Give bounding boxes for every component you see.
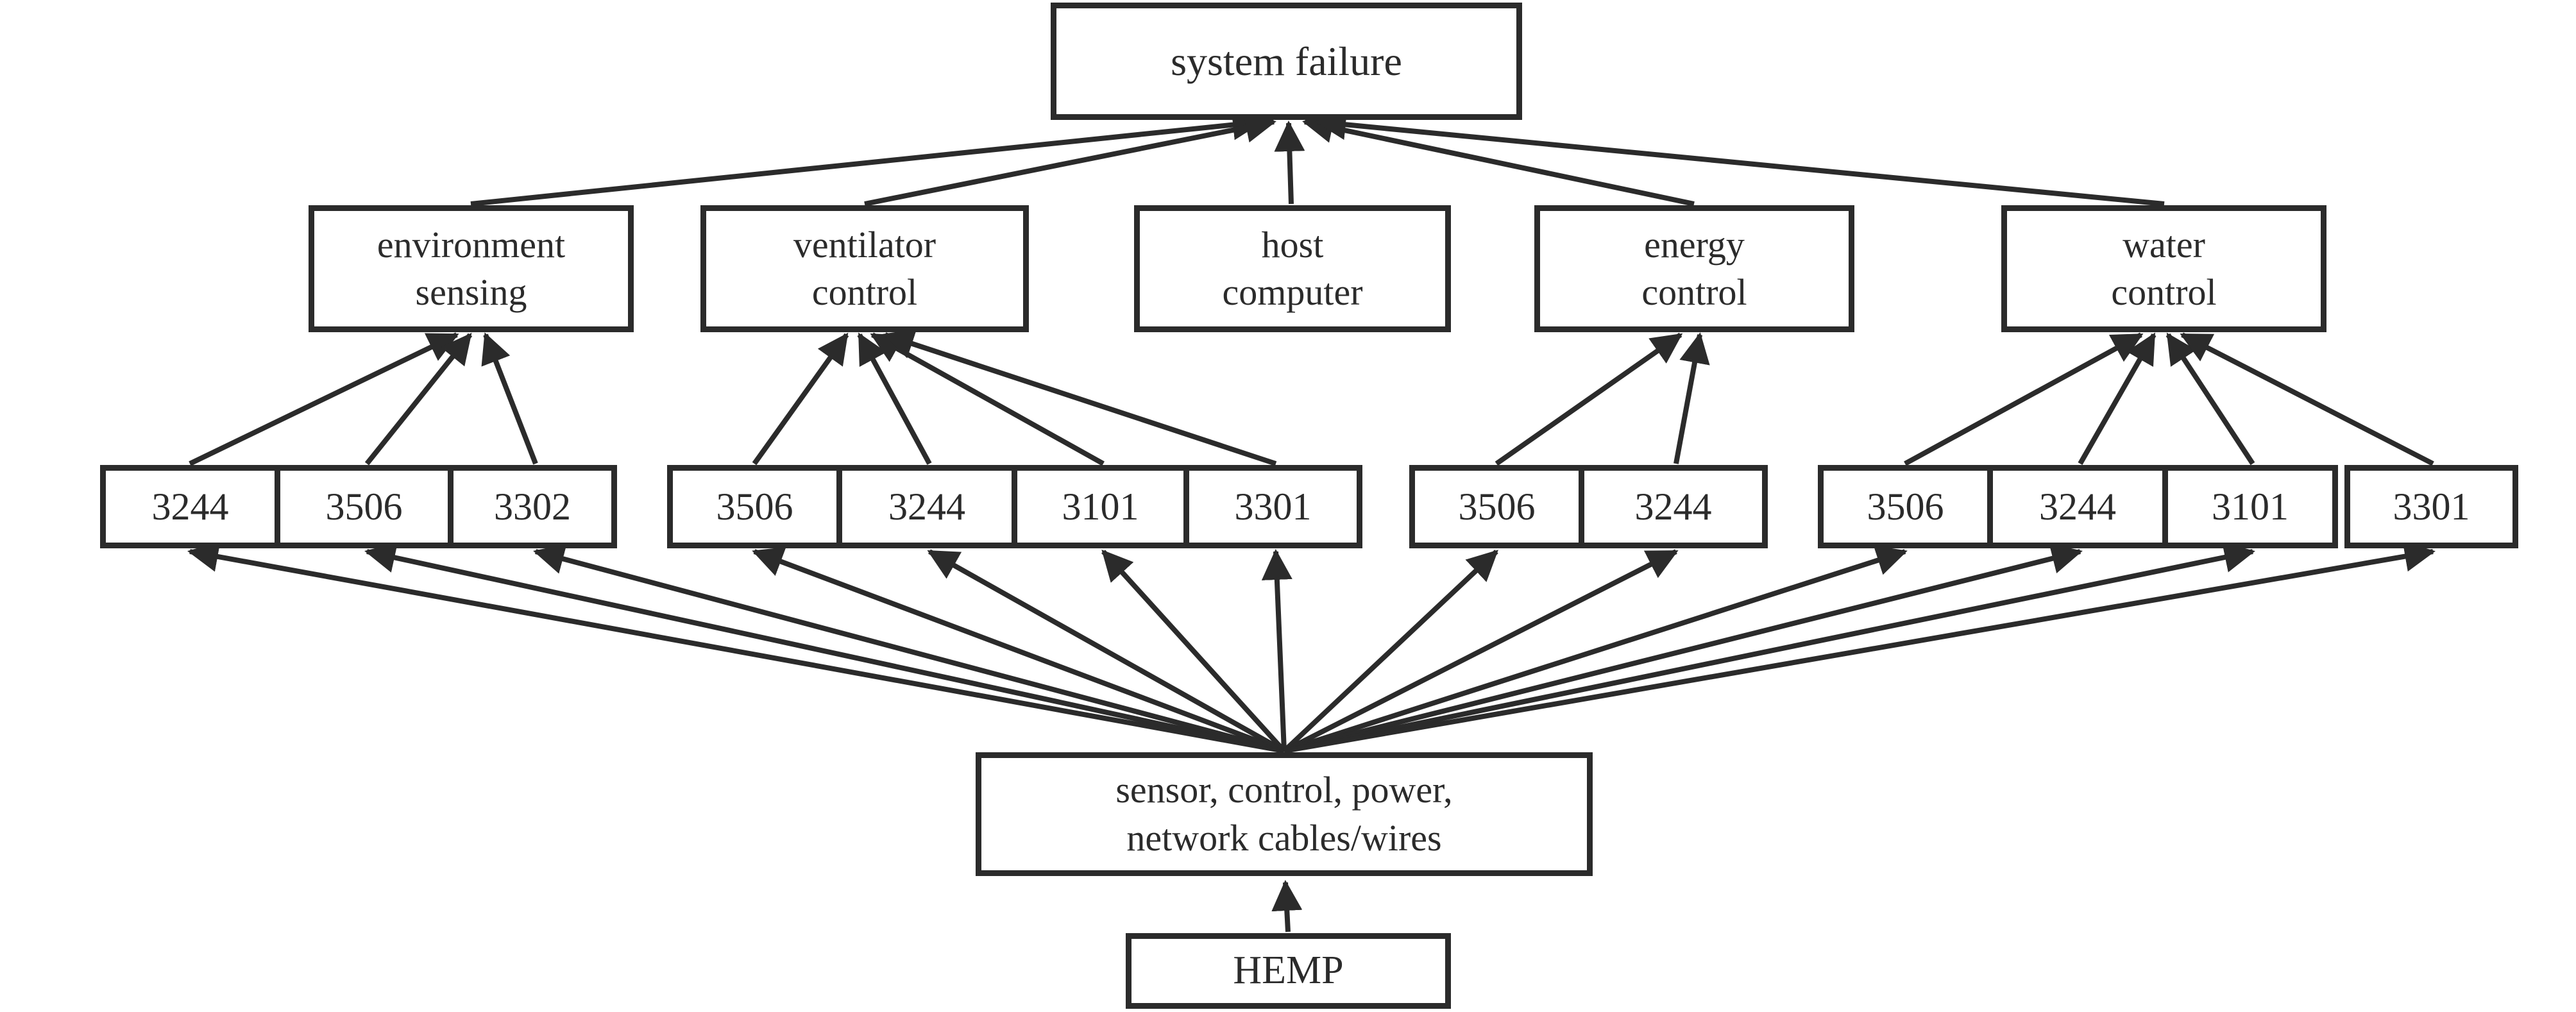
node-label: 3506 bbox=[325, 485, 403, 528]
node-label: system failure bbox=[1171, 38, 1402, 84]
node-label: 3506 bbox=[1458, 485, 1536, 528]
arrow-cables-to-leaf bbox=[1283, 545, 1908, 754]
node-vent-3101: 3101 bbox=[1012, 465, 1189, 548]
node-water-3244: 3244 bbox=[1987, 465, 2168, 548]
arrow-hemp-to-cables bbox=[1271, 880, 1303, 932]
arrow-host-to-root bbox=[1274, 121, 1305, 205]
node-host-computer: host computer bbox=[1134, 205, 1451, 332]
node-energy-3244: 3244 bbox=[1579, 465, 1768, 548]
node-environment-sensing: environment sensing bbox=[309, 205, 634, 332]
node-water-3301: 3301 bbox=[2344, 465, 2518, 548]
arrow-cables-to-leaf bbox=[1283, 549, 1679, 754]
node-label-line: sensing bbox=[415, 271, 527, 313]
arrow-cables-to-leaf bbox=[1284, 543, 2083, 754]
node-label-line: network cables/wires bbox=[1126, 816, 1442, 859]
arrow-leaf-to-env bbox=[189, 332, 459, 466]
arrow-env-to-root bbox=[470, 109, 1264, 207]
node-cables-wires: sensor, control, power, network cables/w… bbox=[976, 752, 1593, 876]
node-label: 3506 bbox=[1867, 485, 1944, 528]
arrow-cables-to-leaf bbox=[533, 544, 1285, 754]
node-system-failure: system failure bbox=[1051, 3, 1522, 120]
arrow-cables-to-leaf bbox=[187, 541, 1285, 754]
node-label: 3101 bbox=[1062, 485, 1139, 528]
node-label: 3302 bbox=[494, 485, 571, 528]
node-label: 3244 bbox=[2039, 485, 2116, 528]
arrow-vent-to-root bbox=[864, 112, 1276, 207]
arrow-cables-to-leaf bbox=[1284, 541, 2436, 754]
node-label-line: control bbox=[811, 271, 918, 313]
node-vent-3301: 3301 bbox=[1183, 465, 1362, 548]
node-label-line: host bbox=[1261, 223, 1324, 266]
node-water-control: water control bbox=[2001, 205, 2326, 332]
node-label-line: energy bbox=[1644, 223, 1745, 266]
arrow-leaf-to-water bbox=[2180, 332, 2434, 466]
arrow-leaf-to-energy bbox=[1495, 332, 1683, 466]
node-label: 3244 bbox=[1634, 485, 1712, 528]
arrow-leaf-to-energy bbox=[1674, 332, 1710, 464]
node-env-3506: 3506 bbox=[275, 465, 453, 548]
node-label-line: water bbox=[2123, 223, 2205, 266]
node-label: 3244 bbox=[151, 485, 229, 528]
arrow-leaf-to-water bbox=[2165, 332, 2255, 466]
arrow-cables-to-leaf bbox=[1261, 549, 1292, 752]
arrow-cables-to-leaf bbox=[1282, 550, 1498, 753]
node-label-line: computer bbox=[1222, 271, 1363, 313]
node-env-3302: 3302 bbox=[448, 465, 617, 548]
node-label-line: ventilator bbox=[793, 223, 936, 266]
arrow-cables-to-leaf bbox=[752, 547, 1285, 754]
arrow-cables-to-leaf bbox=[1101, 550, 1286, 753]
arrow-leaf-to-env bbox=[481, 332, 538, 465]
arrow-water-to-root bbox=[1315, 109, 2165, 207]
node-hemp: HEMP bbox=[1126, 933, 1451, 1009]
node-env-3244: 3244 bbox=[100, 465, 280, 548]
node-label: HEMP bbox=[1233, 949, 1344, 993]
node-label-line: control bbox=[1641, 271, 1747, 313]
node-label: 3301 bbox=[1234, 485, 1312, 528]
node-label-line: sensor, control, power, bbox=[1115, 769, 1453, 811]
arrow-leaf-to-vent bbox=[752, 332, 849, 466]
arrow-cables-to-leaf bbox=[1284, 542, 2255, 754]
node-energy-3506: 3506 bbox=[1409, 465, 1584, 548]
node-label: 3244 bbox=[888, 485, 965, 528]
node-energy-control: energy control bbox=[1534, 205, 1854, 332]
arrow-leaf-to-water bbox=[2078, 332, 2157, 465]
arrow-leaf-to-water bbox=[1904, 332, 2144, 466]
node-label-line: environment bbox=[377, 223, 566, 266]
arrow-leaf-to-vent bbox=[870, 332, 1105, 466]
node-label: 3101 bbox=[2212, 485, 2289, 528]
arrow-leaf-to-vent bbox=[883, 328, 1277, 466]
arrow-energy-to-root bbox=[1302, 112, 1695, 207]
arrow-cables-to-leaf bbox=[927, 549, 1285, 754]
node-water-3506: 3506 bbox=[1818, 465, 1993, 548]
node-label: 3301 bbox=[2393, 485, 2470, 528]
node-vent-3506: 3506 bbox=[667, 465, 842, 548]
node-water-3101: 3101 bbox=[2162, 465, 2338, 548]
node-label: 3506 bbox=[716, 485, 793, 528]
node-label-line: control bbox=[2111, 271, 2217, 313]
arrow-leaf-to-env bbox=[364, 332, 473, 466]
node-ventilator-control: ventilator control bbox=[700, 205, 1029, 332]
arrow-cables-to-leaf bbox=[364, 542, 1285, 754]
node-vent-3244: 3244 bbox=[836, 465, 1017, 548]
arrow-leaf-to-vent bbox=[857, 332, 932, 465]
